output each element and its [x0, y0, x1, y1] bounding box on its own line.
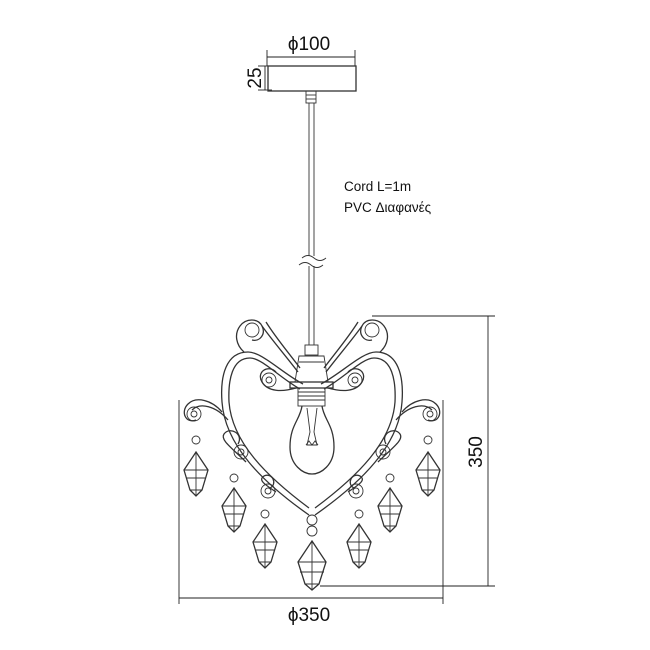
light-bulb	[289, 405, 335, 475]
canopy-width-dimension	[266, 50, 356, 66]
suspension-cord	[298, 103, 327, 345]
height-label: 350	[466, 436, 487, 468]
cord-material-note: PVC Διαφανές	[344, 200, 432, 215]
canopy-height-label: 25	[245, 67, 266, 88]
crystal-drops	[183, 435, 441, 591]
ceiling-canopy	[267, 65, 357, 92]
cord-length-note: Cord L=1m	[344, 179, 411, 194]
cord-grip	[305, 90, 317, 104]
rosettes	[186, 372, 438, 526]
height-dimension	[320, 315, 495, 587]
lamp-holder	[289, 344, 334, 407]
scroll-frame	[183, 319, 441, 516]
diameter-label: ϕ350	[288, 605, 330, 626]
width-dimension	[178, 400, 444, 604]
canopy-diameter-label: ϕ100	[288, 34, 330, 55]
